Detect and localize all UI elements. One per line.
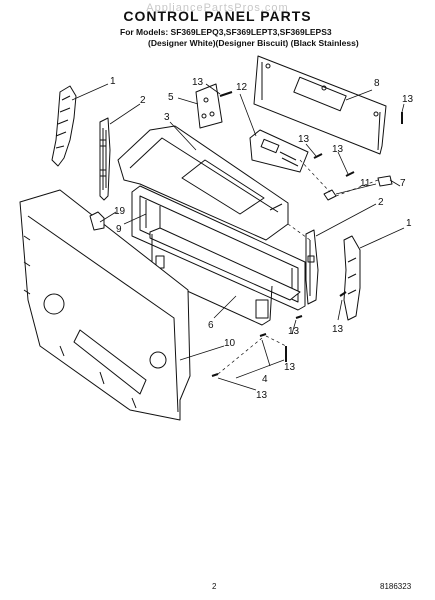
callout-label: 10 [224, 338, 236, 349]
callout-label: 5 [168, 92, 174, 103]
end-cap-right [343, 235, 361, 321]
retainer-clip [377, 175, 393, 187]
side-bracket-right [305, 229, 319, 305]
page-title: CONTROL PANEL PARTS [123, 8, 312, 24]
control-bracket [195, 83, 223, 129]
model-list: For Models: SF369LEPQ3,SF369LEPT3,SF369L… [120, 27, 332, 37]
callout-label: 13 [284, 362, 296, 373]
callout-label: 19 [114, 206, 126, 217]
leader-lines [71, 83, 405, 391]
callout-label: 13 [256, 390, 268, 401]
clip [89, 211, 105, 231]
callout-label: 11 [360, 178, 371, 189]
watermark: AppliancePartsPros.com [146, 2, 289, 14]
callout-label: 12 [236, 82, 248, 93]
rear-panel [19, 189, 191, 421]
document-number: 8186323 [380, 582, 412, 591]
callout-label: 13 [332, 324, 344, 335]
callout-label: 7 [400, 178, 406, 189]
control-panel-console [117, 125, 289, 241]
callout-label: 9 [116, 224, 122, 235]
side-bracket-left [99, 117, 111, 201]
callout-label: 13 [332, 144, 344, 155]
callout-label: 3 [164, 112, 170, 123]
assembly-guides [217, 159, 379, 375]
callout-label: 1 [406, 218, 412, 229]
callout-label: 1 [110, 76, 116, 87]
callout-label: 13 [192, 77, 204, 88]
callout-label: 13 [298, 134, 310, 145]
electronic-control [249, 129, 309, 173]
screws [211, 91, 403, 377]
callout-label: 6 [208, 320, 214, 331]
callout-label: 2 [378, 197, 384, 208]
model-variants: (Designer White)(Designer Biscuit) (Blac… [148, 38, 359, 48]
callout-label: 13 [402, 94, 414, 105]
callout-label: 2 [140, 95, 146, 106]
callout-label: 8 [374, 78, 380, 89]
end-cap-left [51, 85, 77, 167]
callout-label: 4 [262, 374, 268, 385]
page-number: 2 [212, 582, 217, 591]
callout-label: 13 [288, 326, 300, 337]
backguard-panel [253, 55, 387, 155]
